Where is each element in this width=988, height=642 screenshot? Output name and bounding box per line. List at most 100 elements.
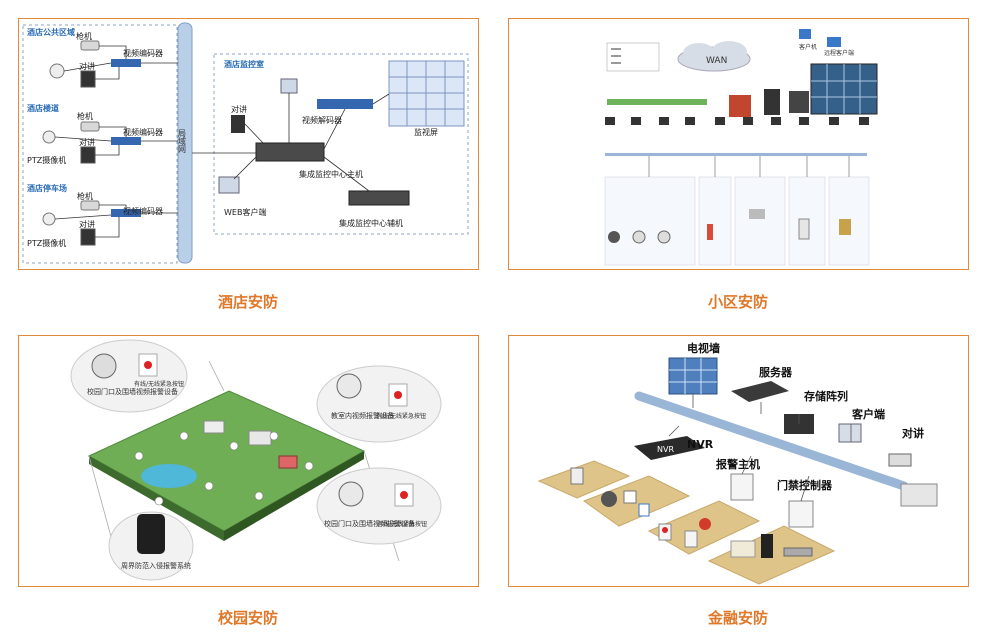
campus-bubble-classroom: 教室内视频报警设备 有线/无线紧急按钮 xyxy=(316,365,442,443)
dome-camera-icon xyxy=(336,373,362,399)
intercom-icon xyxy=(80,228,96,246)
zone-monitor-box xyxy=(213,53,469,235)
campus-diagram: 校园门口及围墙视频报警设备 有线/无线紧急按钮 教室内视频报警设备 有线/无线紧… xyxy=(70,339,442,581)
dome-camera-icon xyxy=(91,353,117,379)
server-icon xyxy=(764,89,780,115)
main-host-icon xyxy=(255,142,325,162)
remote-client-2-label: 远程客户端 xyxy=(824,49,854,57)
main-host-label: 集成监控中心主机 xyxy=(299,169,363,179)
bubble2-btn-label: 有线/无线紧急按钮 xyxy=(376,412,426,420)
finance-backbone xyxy=(634,391,909,491)
intercom-icon xyxy=(888,453,912,467)
gun-camera-icon xyxy=(80,200,100,211)
server-label: 服务器 xyxy=(759,365,793,379)
hd-camera-icon xyxy=(623,490,637,504)
hotel-diagram: 局域网 酒店公共区域 酒店楼道 酒店停车场 酒店监控室 枪机 对讲 视频编码器 … xyxy=(22,22,469,264)
hotel-group-public: 枪机 对讲 视频编码器 xyxy=(49,31,178,88)
intercom-label: 对讲 xyxy=(79,219,95,229)
intercom-icon xyxy=(80,146,96,164)
access-controller-icon xyxy=(788,500,814,528)
encoder-label: 视频编码器 xyxy=(123,48,163,58)
encoder-icon xyxy=(111,137,141,145)
caption-hotel: 酒店安防 xyxy=(217,293,278,311)
remote-pc-icon xyxy=(799,29,811,39)
backbone-label: 局域网 xyxy=(178,129,187,154)
beam-sensor-icon xyxy=(137,514,165,554)
zone-monitor-label: 酒店监控室 xyxy=(224,59,264,69)
reader-icon xyxy=(761,534,773,558)
aux-host-label: 集成监控中心辅机 xyxy=(339,218,403,228)
encoder-label: 视频编码器 xyxy=(123,206,163,216)
campus-bubble-wall: 校园门口及围墙视频报警设备 有线/无线紧急按钮 xyxy=(316,467,442,545)
panel-hotel: 局域网 酒店公共区域 酒店楼道 酒店停车场 酒店监控室 枪机 对讲 视频编码器 … xyxy=(18,18,479,270)
storage-icon xyxy=(789,91,809,113)
ptz-camera-icon xyxy=(42,130,56,144)
client-pc-icon xyxy=(838,423,862,443)
legend-box xyxy=(606,42,660,72)
bubble3-label: 校园门口及围墙视频报警设备 xyxy=(324,519,415,528)
caption-finance: 金融安防 xyxy=(707,609,768,627)
magnetic-lock-icon xyxy=(783,547,813,557)
panel-campus: 校园门口及围墙视频报警设备 有线/无线紧急按钮 教室内视频报警设备 有线/无线紧… xyxy=(18,335,479,587)
panel-finance: 电视墙 服务器 存储阵列 客户端 对讲 NVR NVR 报警主机 门禁控制器 xyxy=(508,335,969,587)
subsystem-columns xyxy=(604,176,870,266)
video-wall-label: 电视墙 xyxy=(687,341,720,355)
intercom-label: 对讲 xyxy=(902,426,924,440)
siren-icon xyxy=(699,518,711,530)
wan-cloud-icon xyxy=(677,41,751,72)
decoder-label: 视频解码器 xyxy=(302,115,342,125)
zone-left-box xyxy=(22,24,178,264)
decoder-icon xyxy=(317,99,373,109)
nvr-icon xyxy=(634,436,705,460)
building xyxy=(278,455,298,469)
monitor-screen-label: 监视屏 xyxy=(414,127,438,137)
video-wall-icon xyxy=(668,357,718,395)
ptz-camera-label: PTZ摄像机 xyxy=(27,155,66,165)
remote-client-1-label: 客户机 xyxy=(799,43,817,51)
campus-bubble-perimeter: 周界防范入侵报警系统 xyxy=(108,511,194,581)
gun-camera-label: 枪机 xyxy=(76,31,92,41)
alarm-host-label: 报警主机 xyxy=(716,457,760,471)
dome-camera-icon xyxy=(49,63,65,79)
caption-campus: 校园安防 xyxy=(217,609,278,627)
switch-icon xyxy=(900,483,938,507)
lan-backbone xyxy=(605,153,867,156)
gun-camera-icon xyxy=(80,40,100,51)
server-icon xyxy=(731,381,789,402)
zone-public-label: 酒店公共区域 xyxy=(27,27,75,37)
finance-diagram: 电视墙 服务器 存储阵列 客户端 对讲 NVR NVR 报警主机 门禁控制器 xyxy=(537,341,938,585)
web-client-icon xyxy=(218,176,240,194)
ptz-camera-icon xyxy=(42,212,56,226)
core-device-row xyxy=(605,117,869,125)
alarm-host-icon xyxy=(730,473,754,501)
zone-parking-label: 酒店停车场 xyxy=(27,183,67,193)
community-diagram: WAN 客户机 远程客户端 xyxy=(604,29,878,266)
zone-floor-label: 酒店楼道 xyxy=(27,103,59,113)
lake xyxy=(141,464,197,488)
gun-camera-label: 枪机 xyxy=(77,111,93,121)
map-camera-dots xyxy=(134,431,314,506)
aux-host-icon xyxy=(348,190,410,206)
encoder-icon xyxy=(111,59,141,67)
sensor-icon xyxy=(570,467,584,485)
detector-icon xyxy=(684,530,698,548)
remote-laptop-icon xyxy=(827,37,841,47)
bubble2-label: 教室内视频报警设备 xyxy=(331,411,394,420)
pc-icon xyxy=(280,78,298,94)
intercom-room-label: 对讲 xyxy=(231,104,247,114)
hotel-group-floor: 枪机 PTZ摄像机 对讲 视频编码器 xyxy=(27,111,178,165)
bubble3-btn-label: 有线/无线紧急按钮 xyxy=(377,520,427,528)
building xyxy=(248,430,272,446)
bubble4-label: 周界防范入侵报警系统 xyxy=(121,561,191,570)
ptz-camera-label: PTZ摄像机 xyxy=(27,238,66,248)
building xyxy=(203,420,225,434)
storage-label: 存储阵列 xyxy=(804,389,848,403)
encoder-icon xyxy=(111,209,141,217)
access-controller-label: 门禁控制器 xyxy=(777,478,833,492)
monitor-icon xyxy=(638,503,650,517)
campus-bubble-gate: 校园门口及围墙视频报警设备 有线/无线紧急按钮 xyxy=(70,339,188,413)
dome-camera-icon xyxy=(338,481,364,507)
card-icon xyxy=(730,540,756,558)
gun-camera-icon xyxy=(80,121,100,132)
nvr-label: NVR xyxy=(687,438,714,451)
